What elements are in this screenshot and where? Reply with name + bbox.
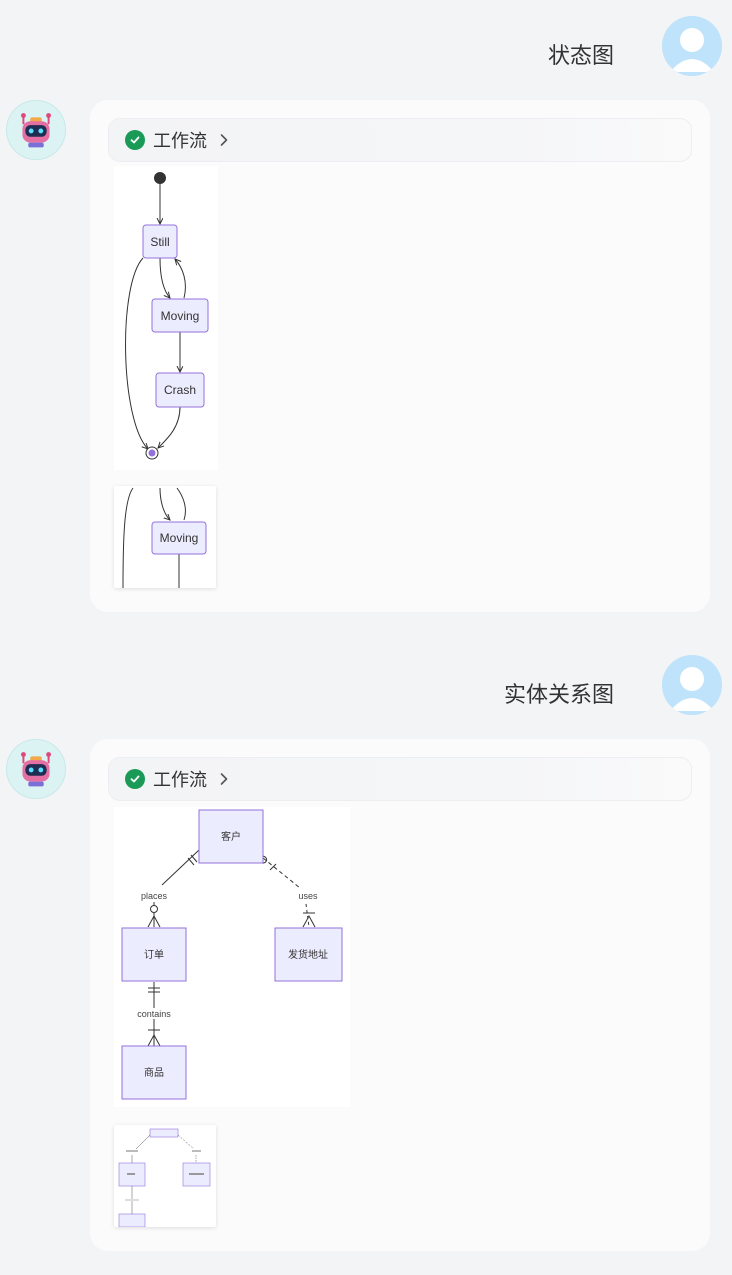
start-state (154, 172, 166, 184)
state-node: Still (142, 224, 178, 259)
check-circle-icon (125, 130, 145, 150)
entity-label: 订单 (144, 949, 164, 961)
state-label: Still (150, 235, 169, 249)
state-node: Crash (155, 372, 205, 408)
state-label: Moving (160, 531, 199, 545)
state-label: Moving (161, 309, 200, 323)
state-node: Moving (151, 298, 209, 333)
relation-label: uses (298, 891, 318, 901)
assistant-response-card: 工作流 Still (90, 100, 710, 612)
assistant-response-card: 工作流 places uses (90, 739, 710, 1251)
entity-node: 客户 (198, 809, 264, 864)
user-avatar (662, 655, 722, 715)
entity-node: 发货地址 (274, 927, 343, 982)
workflow-label: 工作流 (153, 770, 207, 790)
relation-label: places (141, 891, 168, 901)
user-silhouette-icon (662, 655, 722, 715)
entity-node: 订单 (121, 927, 187, 982)
entity-node: 商品 (121, 1045, 187, 1100)
assistant-avatar (6, 100, 66, 160)
workflow-toggle[interactable]: 工作流 (108, 757, 692, 801)
chevron-right-icon (220, 773, 228, 785)
diagram-thumbnail[interactable] (114, 1125, 216, 1227)
state-label: Crash (164, 383, 196, 397)
check-circle-icon (125, 769, 145, 789)
entity-label: 客户 (221, 830, 241, 843)
assistant-avatar (6, 739, 66, 799)
user-message: 实体关系图 (503, 682, 614, 707)
robot-icon (21, 752, 51, 787)
user-avatar (662, 16, 722, 76)
workflow-label: 工作流 (153, 131, 207, 151)
entity-label: 商品 (144, 1066, 164, 1079)
diagram-thumbnail[interactable]: Moving (114, 486, 216, 588)
workflow-toggle[interactable]: 工作流 (108, 118, 692, 162)
user-silhouette-icon (662, 16, 722, 76)
entity-label: 发货地址 (288, 948, 328, 961)
user-message: 状态图 (547, 43, 614, 68)
er-diagram[interactable]: places uses contains 客户 订单 (114, 807, 350, 1107)
relation-label: contains (137, 1009, 171, 1019)
chevron-right-icon (220, 134, 228, 146)
end-state (145, 446, 159, 460)
state-diagram[interactable]: Still Moving Crash (114, 166, 218, 470)
robot-icon (21, 113, 51, 148)
